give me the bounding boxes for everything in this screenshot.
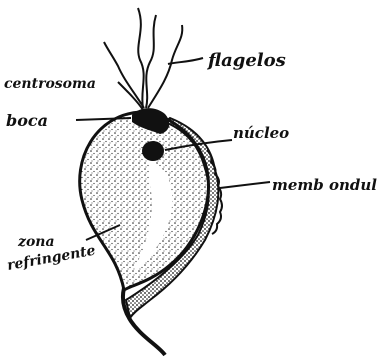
- membrane-leader: [220, 182, 270, 188]
- nucleus: [142, 141, 164, 161]
- flagella: [104, 8, 182, 108]
- label-memb-ondul: memb ondul: [272, 176, 377, 194]
- label-nucleo: núcleo: [233, 124, 289, 142]
- label-boca: boca: [6, 111, 48, 130]
- label-flagelos: flagelos: [206, 50, 286, 71]
- label-zona: zona: [17, 234, 55, 250]
- label-centrosoma: centrosoma: [4, 76, 96, 92]
